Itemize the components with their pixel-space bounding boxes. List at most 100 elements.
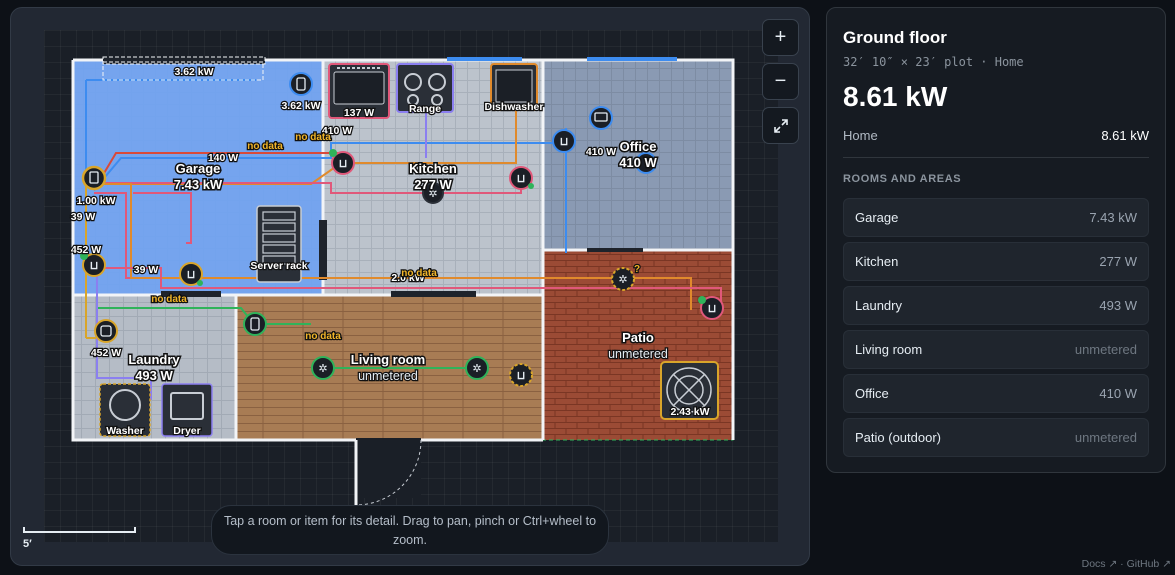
room-row-garage[interactable]: Garage 7.43 kW bbox=[843, 198, 1149, 237]
panel-subtitle: 32′ 10″ × 23′ plot · Home bbox=[843, 55, 1024, 69]
panel-node-garage[interactable] bbox=[81, 165, 107, 191]
garage-unit[interactable] bbox=[102, 61, 264, 81]
label-garage-unit: 3.62 kW bbox=[174, 66, 213, 78]
zoom-out-button[interactable]: − bbox=[762, 63, 799, 100]
panel-title: Ground floor bbox=[843, 28, 947, 47]
label-washer: Washer bbox=[106, 425, 144, 437]
room-value-kitchen: 277 W bbox=[414, 177, 452, 192]
no-data-label-4: no data bbox=[151, 294, 187, 305]
svg-text:⊔: ⊔ bbox=[517, 173, 526, 185]
detail-panel: Ground floor 32′ 10″ × 23′ plot · Home 8… bbox=[826, 7, 1166, 473]
monitor-node-office[interactable] bbox=[589, 106, 613, 130]
room-row-kitchen[interactable]: Kitchen 277 W bbox=[843, 242, 1149, 281]
outlet-node-living[interactable]: ⊔ bbox=[509, 363, 533, 387]
svg-text:⊔: ⊔ bbox=[187, 269, 196, 281]
room-row-name: Garage bbox=[855, 210, 899, 225]
outlet-node-office-1[interactable]: ⊔ bbox=[552, 129, 576, 153]
switch-node-living[interactable] bbox=[243, 312, 267, 336]
outlet-node-kitchen-2[interactable]: ⊔ bbox=[509, 166, 534, 190]
map-hint: Tap a room or item for its detail. Drag … bbox=[211, 505, 609, 555]
room-title-laundry: Laundry bbox=[128, 352, 180, 367]
home-row[interactable]: Home 8.61 kW bbox=[843, 128, 1149, 158]
svg-text:✲: ✲ bbox=[618, 274, 627, 286]
light-node-patio[interactable]: ✲ bbox=[611, 267, 635, 291]
room-row-name: Office bbox=[855, 386, 889, 401]
outlet-node-kitchen-1[interactable]: ⊔ bbox=[329, 149, 355, 175]
room-title-garage: Garage bbox=[176, 161, 221, 176]
outlet-node-laundry[interactable] bbox=[94, 319, 118, 343]
label-ev-charger: 3.62 kW bbox=[281, 100, 320, 112]
ev-charger-node[interactable] bbox=[289, 72, 313, 96]
svg-text:⊔: ⊔ bbox=[517, 370, 526, 382]
room-row-patio[interactable]: Patio (outdoor) unmetered bbox=[843, 418, 1149, 457]
wire-label-452b: 452 W bbox=[91, 347, 121, 359]
wire-label-39a: 39 W bbox=[71, 211, 96, 223]
room-row-value: 493 W bbox=[1099, 298, 1137, 313]
hot-tub[interactable] bbox=[660, 361, 719, 420]
total-power: 8.61 kW bbox=[843, 81, 948, 112]
room-row-value: unmetered bbox=[1074, 430, 1137, 445]
fullscreen-button[interactable] bbox=[762, 107, 799, 144]
dishwasher[interactable] bbox=[490, 63, 538, 111]
oven[interactable] bbox=[328, 63, 390, 119]
range[interactable] bbox=[396, 63, 454, 113]
washer[interactable] bbox=[99, 383, 151, 437]
light-node-kitchen[interactable]: ✲ bbox=[422, 182, 444, 204]
room-row-name: Living room bbox=[855, 342, 923, 357]
svg-text:⊔: ⊔ bbox=[708, 303, 717, 315]
light-node-living-1[interactable]: ✲ bbox=[311, 356, 335, 380]
no-data-label-1: no data bbox=[247, 141, 283, 152]
room-title-kitchen: Kitchen bbox=[409, 161, 457, 176]
room-value-garage: 7.43 kW bbox=[174, 177, 223, 192]
room-office[interactable] bbox=[543, 60, 733, 250]
room-row-value: 410 W bbox=[1099, 386, 1137, 401]
label-oven: 137 W bbox=[344, 107, 374, 119]
wire-pink-garage bbox=[133, 192, 192, 244]
label-dishwasher: Dishwasher bbox=[485, 101, 544, 113]
no-data-label-5: no data bbox=[305, 331, 341, 342]
wire-label-39b: 39 W bbox=[134, 264, 159, 276]
floor-plan[interactable]: ⊔ ⊔ ✲ ⊔ ⊔ ⊔ bbox=[11, 8, 810, 566]
svg-text:✲: ✲ bbox=[318, 363, 327, 375]
home-label: Home bbox=[843, 128, 878, 143]
label-server-rack: Server rack bbox=[250, 260, 307, 272]
outlet-node-garage-left[interactable]: ⊔ bbox=[80, 252, 106, 277]
scale-label: 5′ bbox=[23, 538, 32, 550]
room-row-value: unmetered bbox=[1074, 342, 1137, 357]
room-row-living-room[interactable]: Living room unmetered bbox=[843, 330, 1149, 369]
room-row-value: 7.43 kW bbox=[1089, 210, 1137, 225]
room-row-laundry[interactable]: Laundry 493 W bbox=[843, 286, 1149, 325]
question-mark-patio: ? bbox=[634, 264, 640, 275]
light-node-office[interactable] bbox=[635, 152, 657, 174]
light-node-living-2[interactable]: ✲ bbox=[465, 356, 489, 380]
wire-label-1kw: 1.00 kW bbox=[76, 195, 115, 207]
wire-label-410a: 410 W bbox=[322, 125, 352, 137]
room-value-office: 410 W bbox=[619, 155, 657, 170]
wire-pink-laundry bbox=[94, 192, 133, 279]
room-title-patio: Patio bbox=[622, 330, 654, 345]
wire-pink-patio bbox=[94, 267, 722, 308]
svg-text:⊔: ⊔ bbox=[560, 136, 569, 148]
svg-text:✲: ✲ bbox=[472, 363, 481, 375]
room-title-living: Living room bbox=[351, 352, 425, 367]
outlet-node-garage-mid[interactable]: ⊔ bbox=[179, 262, 203, 286]
dryer[interactable] bbox=[161, 383, 213, 437]
server-rack[interactable] bbox=[256, 205, 302, 283]
scale-bar bbox=[23, 527, 136, 533]
expand-icon bbox=[773, 118, 788, 133]
wire-label-410b: 410 W bbox=[586, 146, 616, 158]
zoom-in-button[interactable]: + bbox=[762, 19, 799, 56]
home-value: 8.61 kW bbox=[1101, 128, 1149, 143]
floor-plan-card[interactable]: ⊔ ⊔ ✲ ⊔ ⊔ ⊔ bbox=[10, 7, 810, 566]
outlet-node-patio[interactable]: ⊔ bbox=[698, 296, 724, 320]
room-row-office[interactable]: Office 410 W bbox=[843, 374, 1149, 413]
room-row-name: Patio (outdoor) bbox=[855, 430, 941, 445]
label-range: Range bbox=[409, 103, 441, 115]
footer-links[interactable]: Docs ↗ · GitHub ↗ bbox=[1081, 558, 1171, 570]
label-dryer: Dryer bbox=[173, 425, 200, 437]
wire-label-452a: 452 W bbox=[71, 244, 101, 256]
room-title-office: Office bbox=[620, 139, 657, 154]
svg-text:⊔: ⊔ bbox=[90, 260, 99, 272]
svg-text:✲: ✲ bbox=[428, 188, 437, 200]
rooms-section-title: ROOMS AND AREAS bbox=[843, 173, 962, 185]
